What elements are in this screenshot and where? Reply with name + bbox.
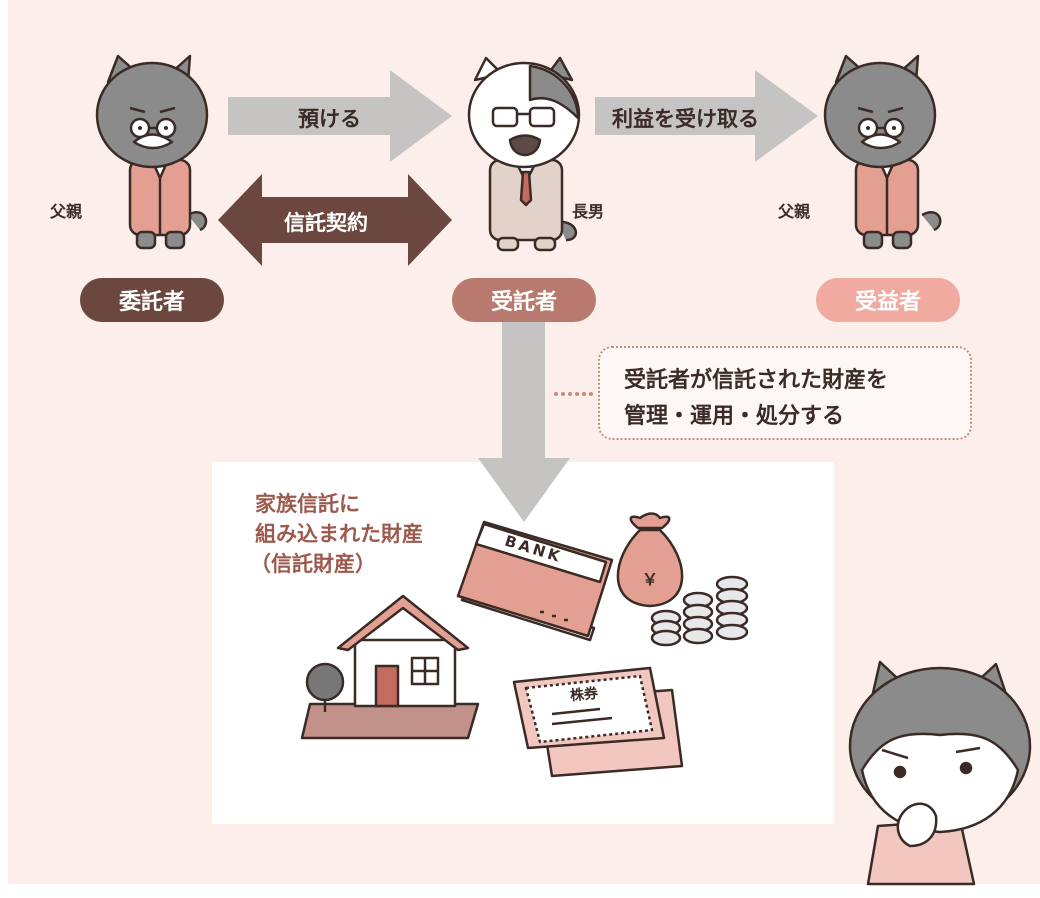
trustee-duty-callout: 受託者が信託された財産を 管理・運用・処分する [598,346,972,440]
beneficiary-person-label: 父親 [778,202,811,221]
coin-stack-icon [650,575,749,647]
trustee-role-badge: 受託者 [452,278,596,322]
receive-profit-arrow [595,70,818,162]
entrust-label: 預ける [298,107,361,131]
trustee-person-label: 長男 [572,202,605,221]
assets-title-line-1: 家族信託に [255,492,360,516]
callout-pointer [554,392,593,396]
receive-profit-label: 利益を受け取る [612,107,759,131]
settlor-role-badge: 委託者 [80,278,224,322]
certificate-icon [512,666,684,778]
money-bag-icon [616,512,684,608]
bankbook-icon [456,520,614,642]
trust-assets-panel [212,462,834,824]
entrust-arrow [228,70,452,162]
contract-double-arrow [218,174,452,266]
money-bag-symbol: ￥ [642,570,659,589]
contract-label: 信託契約 [284,211,368,235]
certificate-text: 株券 [569,685,599,705]
assets-title-line-3: （信託財産） [250,552,376,576]
house-icon [300,594,480,740]
settlor-person-label: 父親 [50,202,83,221]
beneficiary-role-badge: 受益者 [816,278,960,322]
callout-line-2: 管理・運用・処分する [624,404,845,429]
down-arrow [478,322,570,522]
assets-title-line-2: 組み込まれた財産 [255,522,423,546]
callout-line-1: 受託者が信託された財産を [624,368,889,393]
